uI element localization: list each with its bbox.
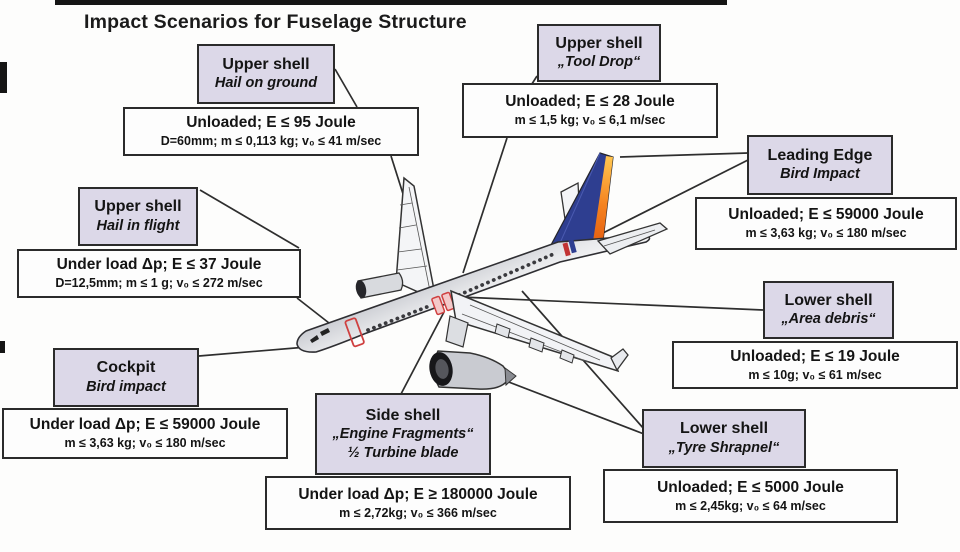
callout-threat: „Tyre Shrapnel“ [668,439,780,456]
callout-energy: Unloaded; E ≤ 5000 Joule [657,478,844,496]
callout-location: Side shell [365,406,441,424]
callout-header-lower-shell-tyre-shrapnel: Lower shell „Tyre Shrapnel“ [642,409,806,468]
callout-params: m ≤ 3,63 kg; v₀ ≤ 180 m/sec [64,436,226,451]
tail-fin [550,152,614,250]
callout-threat: Bird impact [86,378,166,395]
callout-threat-secondary: ½ Turbine blade [347,444,459,461]
callout-header-upper-shell-hail-in-flight: Upper shell Hail in flight [78,187,198,246]
callout-data-tyre-shrapnel: Unloaded; E ≤ 5000 Joule m ≤ 2,45kg; v₀ … [603,469,898,523]
callout-location: Upper shell [555,34,643,52]
callout-data-side-shell: Under load Δp; E ≥ 180000 Joule m ≤ 2,72… [265,476,571,530]
callout-data-hail-on-ground: Unloaded; E ≤ 95 Joule D=60mm; m ≤ 0,113… [123,107,419,156]
leader-lines [198,68,764,435]
callout-params: m ≤ 10g; v₀ ≤ 61 m/sec [748,367,882,382]
callout-data-leading-edge: Unloaded; E ≤ 59000 Joule m ≤ 3,63 kg; v… [695,197,957,250]
callout-data-hail-in-flight: Under load Δp; E ≤ 37 Joule D=12,5mm; m … [17,249,301,298]
callout-params: m ≤ 2,45kg; v₀ ≤ 64 m/sec [675,498,826,513]
callout-threat: „Tool Drop“ [557,54,641,71]
callout-params: D=12,5mm; m ≤ 1 g; v₀ ≤ 272 m/sec [55,276,263,291]
callout-location: Upper shell [94,198,182,216]
callout-data-tool-drop: Unloaded; E ≤ 28 Joule m ≤ 1,5 kg; v₀ ≤ … [462,83,718,138]
scan-artifact-top [55,0,727,5]
near-engine [429,315,517,390]
near-stabilizer [596,222,669,255]
callout-energy: Under load Δp; E ≤ 59000 Joule [29,416,261,434]
callout-energy: Under load Δp; E ≤ 37 Joule [56,256,262,274]
tail-logo [562,239,577,257]
callout-header-lower-shell-area-debris: Lower shell „Area debris“ [763,281,894,339]
callout-threat: „Area debris“ [781,311,876,328]
cockpit-windows [310,328,330,343]
scan-artifact-left-upper [0,62,7,93]
callout-header-cockpit-bird-impact: Cockpit Bird impact [53,348,199,407]
callout-location: Lower shell [679,420,769,438]
callout-energy: Unloaded; E ≤ 19 Joule [730,347,900,365]
aircraft [296,152,669,390]
callout-energy: Under load Δp; E ≥ 180000 Joule [298,485,538,503]
far-engine [355,272,404,299]
callout-params: m ≤ 2,72kg; v₀ ≤ 366 m/sec [339,505,497,520]
callout-threat: „Engine Fragments“ [332,426,474,443]
diagram-title: Impact Scenarios for Fuselage Structure [84,11,467,33]
callout-location: Lower shell [784,291,873,309]
callout-energy: Unloaded; E ≤ 95 Joule [186,114,356,132]
callout-location: Leading Edge [767,146,873,164]
callout-threat: Bird Impact [780,166,860,183]
cabin-windows [366,251,558,332]
callout-energy: Unloaded; E ≤ 59000 Joule [728,206,924,224]
callout-params: m ≤ 1,5 kg; v₀ ≤ 6,1 m/sec [514,113,666,128]
callout-location: Upper shell [222,55,310,73]
callout-threat: Hail in flight [96,217,180,234]
callout-energy: Unloaded; E ≤ 28 Joule [505,93,675,111]
callout-params: m ≤ 3,63 kg; v₀ ≤ 180 m/sec [745,226,907,241]
near-wing [450,289,629,373]
callout-header-leading-edge-bird-impact: Leading Edge Bird Impact [747,135,893,195]
callout-threat: Hail on ground [214,75,318,92]
callout-header-upper-shell-tool-drop: Upper shell „Tool Drop“ [537,24,661,82]
callout-header-side-shell-engine-fragments: Side shell „Engine Fragments“ ½ Turbine … [315,393,491,475]
callout-header-upper-shell-hail-on-ground: Upper shell Hail on ground [197,44,335,104]
scan-artifact-left-lower [0,341,5,353]
callout-location: Cockpit [96,359,156,377]
callout-data-area-debris: Unloaded; E ≤ 19 Joule m ≤ 10g; v₀ ≤ 61 … [672,341,958,389]
callout-data-cockpit: Under load Δp; E ≤ 59000 Joule m ≤ 3,63 … [2,408,288,459]
callout-params: D=60mm; m ≤ 0,113 kg; v₀ ≤ 41 m/sec [160,134,382,149]
